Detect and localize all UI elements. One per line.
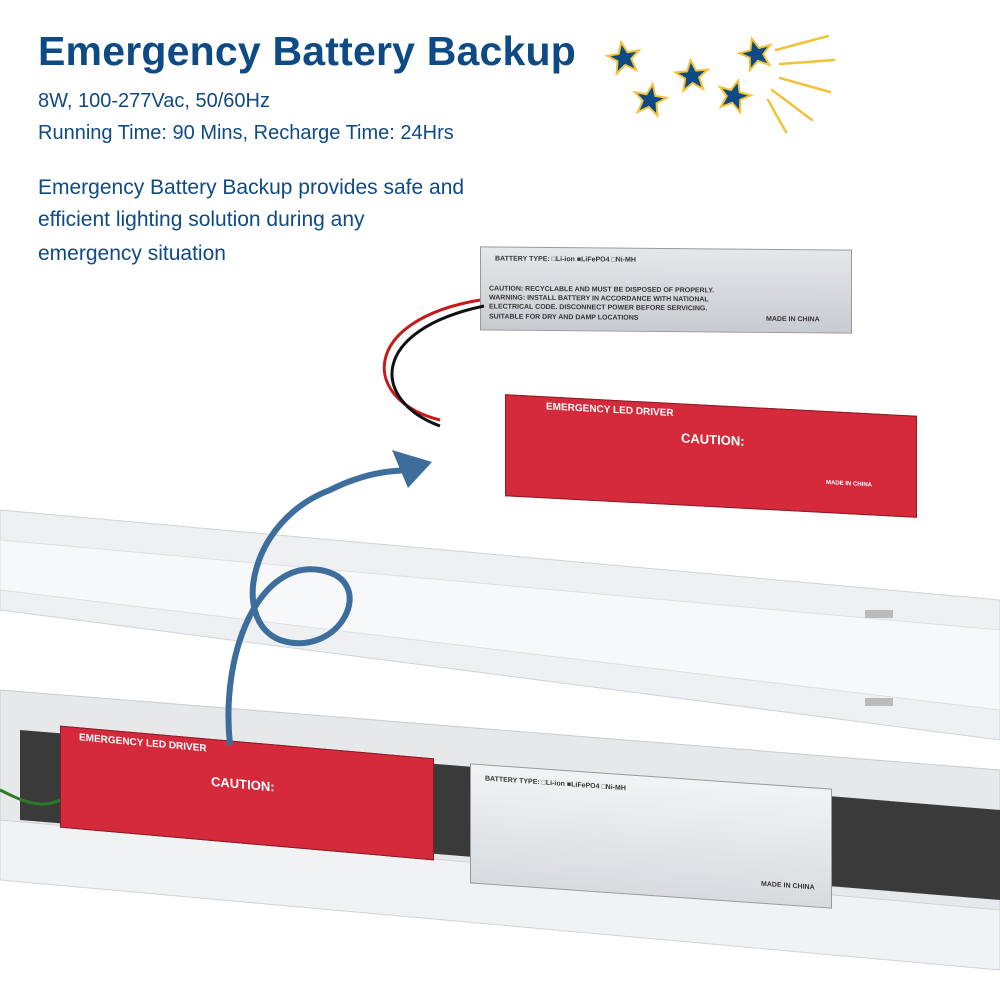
stars-decoration (604, 33, 836, 134)
curved-arrow (225, 467, 421, 746)
page-title: Emergency Battery Backup (38, 28, 577, 74)
description-line: emergency situation (38, 242, 226, 265)
sparkle-lines (766, 34, 836, 134)
description-line: efficient lighting solution during any (38, 208, 365, 231)
description-line: Emergency Battery Backup provides safe a… (38, 176, 465, 199)
spec-runtime: Running Time: 90 Mins, Recharge Time: 24… (38, 122, 454, 144)
spec-power: 8W, 100-277Vac, 50/60Hz (38, 90, 270, 112)
arrow-head-icon (392, 450, 432, 488)
